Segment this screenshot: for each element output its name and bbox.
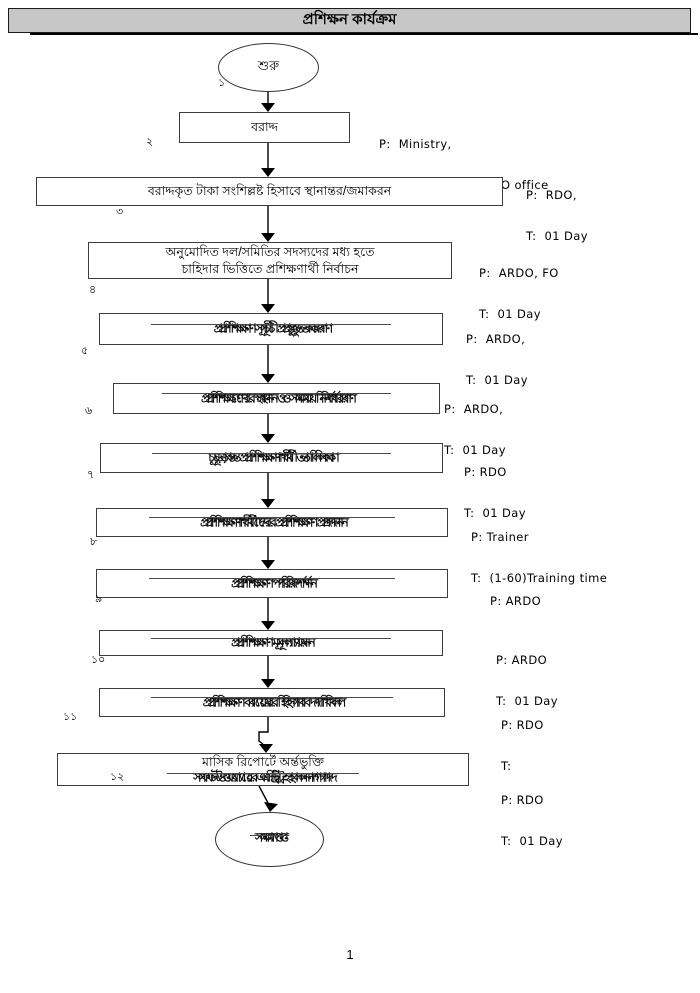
step-number-7: ৭ xyxy=(87,469,95,481)
garbled-text: প্রশিক্ষণের স্থান ও সময় নির্ধারণ প্রশিক… xyxy=(118,390,435,407)
garbled-text: সফটওয়্যারে এন্ট্রি হালনাগাদ সফটওয়্যারে… xyxy=(62,770,464,785)
process-annotation-step-5: P: ARDO, T: 01 Day xyxy=(466,332,528,387)
header-divider xyxy=(30,33,698,35)
process-annotation-step-9: P: ARDO xyxy=(490,594,542,608)
flow-box-step-8: প্রশিক্ষণার্থীদের প্রশিক্ষণ প্রদান প্রশি… xyxy=(96,508,448,537)
garbled-text: প্রশিক্ষণ সূচী প্রস্তুতকরণ প্রশিক্ষণ সূচ… xyxy=(104,321,438,338)
step-number-8: ৮ xyxy=(90,536,98,548)
flow-box-step-7: চূড়ান্ত প্রশিক্ষণার্থী তালিকা চূড়ান্ত … xyxy=(100,443,443,473)
step-number-12: ১২ xyxy=(110,771,125,783)
process-annotation-fund-transfer: P: RDO, T: 01 Day xyxy=(526,188,588,243)
garbled-text: চূড়ান্ত প্রশিক্ষণার্থী তালিকা চূড়ান্ত … xyxy=(105,450,438,467)
step-number-5: ৫ xyxy=(81,345,89,357)
flow-start-terminator: শুরু xyxy=(218,43,319,92)
flow-box-step-6: প্রশিক্ষণের স্থান ও সময় নির্ধারণ প্রশিক… xyxy=(113,383,440,414)
box-label: চাহিদার ভিত্তিতে প্রশিক্ষণার্থী নির্বাচন xyxy=(181,261,359,276)
process-annotation-trainee-selection: P: ARDO, FO T: 01 Day xyxy=(479,266,559,321)
step-number-11: ১১ xyxy=(63,711,78,723)
step-number-1: ১ xyxy=(218,77,226,89)
flow-end-terminator: সমাপ্ত সমাপ্ত xyxy=(215,812,324,867)
process-annotation-step-8: P: Trainer T: (1-60)Training time xyxy=(471,530,608,585)
box-label: অনুমোদিত দল/সমিতির সদস্যদের মধ্য হতে xyxy=(165,245,375,260)
page-title: প্রশিক্ষন কার্যক্রম xyxy=(302,11,397,28)
garbled-text: প্রশিক্ষণ মূল্যায়ন প্রশিক্ষণ মূল্যায়ন xyxy=(104,635,438,652)
garbled-text: প্রশিক্ষণ ব্যয়ের হিসাব দাখিল প্রশিক্ষণ … xyxy=(104,694,440,711)
start-label: শুরু xyxy=(257,58,280,73)
flow-box-trainee-selection: অনুমোদিত দল/সমিতির সদস্যদের মধ্য হতে চাহ… xyxy=(88,242,452,279)
page-number: 1 xyxy=(346,947,354,962)
process-annotation-step-10: P: ARDO T: 01 Day xyxy=(496,653,558,708)
flow-box-step-5: প্রশিক্ষণ সূচী প্রস্তুতকরণ প্রশিক্ষণ সূচ… xyxy=(99,313,443,345)
process-annotation-monthly-report: P: RDO T: 01 Day xyxy=(501,793,563,848)
end-label: সমাপ্ত সমাপ্ত xyxy=(230,830,310,847)
box-label: মাসিক রিপোর্টে অর্ন্তভুক্তি xyxy=(202,755,324,769)
step-number-4: ৪ xyxy=(89,284,97,296)
flow-box-allocation: বরাদ্দ xyxy=(179,112,350,143)
box-label: বরাদ্দকৃত টাকা সংশিল্লষ্ট হিসাবে স্থানান… xyxy=(147,184,392,199)
flow-box-fund-transfer: বরাদ্দকৃত টাকা সংশিল্লষ্ট হিসাবে স্থানান… xyxy=(36,177,503,206)
step-number-9: ৯ xyxy=(95,593,103,605)
step-number-6: ৬ xyxy=(85,405,93,417)
process-annotation-step-6: P: ARDO, T: 01 Day xyxy=(444,402,506,457)
flow-box-step-11: প্রশিক্ষণ ব্যয়ের হিসাব দাখিল প্রশিক্ষণ … xyxy=(99,688,445,717)
title-bar: প্রশিক্ষন কার্যক্রম xyxy=(8,8,691,33)
garbled-text: প্রশিক্ষণার্থীদের প্রশিক্ষণ প্রদান প্রশি… xyxy=(101,514,443,531)
step-number-2: ২ xyxy=(146,136,154,148)
box-label: বরাদ্দ xyxy=(251,120,278,135)
garbled-text: প্রশিক্ষণ পরিদর্শন প্রশিক্ষণ পরিদর্শন xyxy=(101,575,443,592)
flow-box-monthly-report: মাসিক রিপোর্টে অর্ন্তভুক্তি সফটওয়্যারে … xyxy=(57,753,469,786)
flow-box-step-10: প্রশিক্ষণ মূল্যায়ন প্রশিক্ষণ মূল্যায়ন xyxy=(99,630,443,656)
step-number-10: ১০ xyxy=(91,654,106,666)
step-number-3: ৩ xyxy=(116,206,124,218)
process-annotation-step-7: P: RDO T: 01 Day xyxy=(464,465,526,520)
process-annotation-step-11: P: RDO T: xyxy=(501,718,544,773)
flow-box-step-9: প্রশিক্ষণ পরিদর্শন প্রশিক্ষণ পরিদর্শন xyxy=(96,569,448,598)
